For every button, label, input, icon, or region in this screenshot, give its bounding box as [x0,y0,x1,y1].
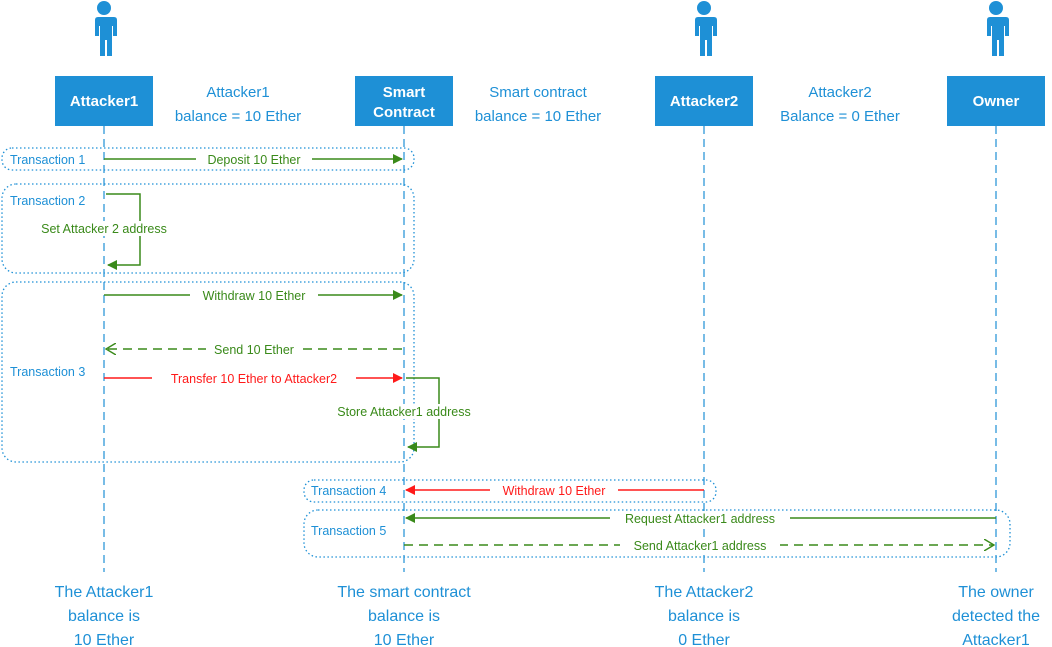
attacker1-label: Attacker1 [70,93,138,110]
contract-result-line3: 10 Ether [374,632,435,647]
store-label: Store Attacker1 address [337,405,470,419]
transaction2-label: Transaction 2 [10,194,85,208]
attacker2-info-line1: Attacker2 [808,84,871,101]
transaction2-frame [1,183,415,274]
contract-label-line2: Contract [373,104,435,121]
transaction3-label: Transaction 3 [10,365,85,379]
set-address-label: Set Attacker 2 address [41,222,167,236]
send-address-label: Send Attacker1 address [634,539,767,553]
attacker2-person-icon [694,1,717,56]
transaction4-frame [303,479,717,503]
attacker2-label: Attacker2 [670,93,738,110]
owner-person-icon [986,1,1009,56]
transaction5-frame [303,509,1011,558]
owner-label: Owner [973,93,1020,110]
transaction5-label: Transaction 5 [311,524,386,538]
attacker2-box: Attacker2 [655,76,753,126]
contract-box: Smart Contract [355,76,453,126]
owner-box: Owner [947,76,1045,126]
send-label: Send 10 Ether [214,343,294,357]
lifelines [103,126,997,572]
contract-label-line1: Smart [383,84,426,101]
attacker1-result-line2: balance is [68,608,140,625]
withdraw2-label: Withdraw 10 Ether [503,484,606,498]
attacker1-result-line1: The Attacker1 [55,584,154,601]
owner-result-line1: The owner [958,584,1034,601]
attacker2-result-line2: balance is [668,608,740,625]
contract-result-line2: balance is [368,608,440,625]
attacker1-box: Attacker1 [55,76,153,126]
attacker2-result-line1: The Attacker2 [655,584,754,601]
contract-result-line1: The smart contract [337,584,471,601]
contract-info-line2: balance = 10 Ether [475,108,601,125]
transaction4-label: Transaction 4 [311,484,386,498]
withdraw1-label: Withdraw 10 Ether [203,289,306,303]
attacker2-info-line2: Balance = 0 Ether [780,108,900,125]
attacker1-info-line2: balance = 10 Ether [175,108,301,125]
attacker2-result-line3: 0 Ether [678,632,730,647]
transfer-label: Transfer 10 Ether to Attacker2 [171,372,337,386]
transaction1-label: Transaction 1 [10,153,85,167]
deposit-label: Deposit 10 Ether [207,153,300,167]
request-label: Request Attacker1 address [625,512,775,526]
owner-result-line3: Attacker1 [962,632,1030,647]
transaction3-frame [1,281,415,463]
attacker1-info-line1: Attacker1 [206,84,269,101]
attacker1-person-icon [94,1,117,56]
attacker1-result-line3: 10 Ether [74,632,135,647]
owner-result-line2: detected the [952,608,1040,625]
contract-info-line1: Smart contract [489,84,587,101]
transaction1-frame [1,147,415,171]
